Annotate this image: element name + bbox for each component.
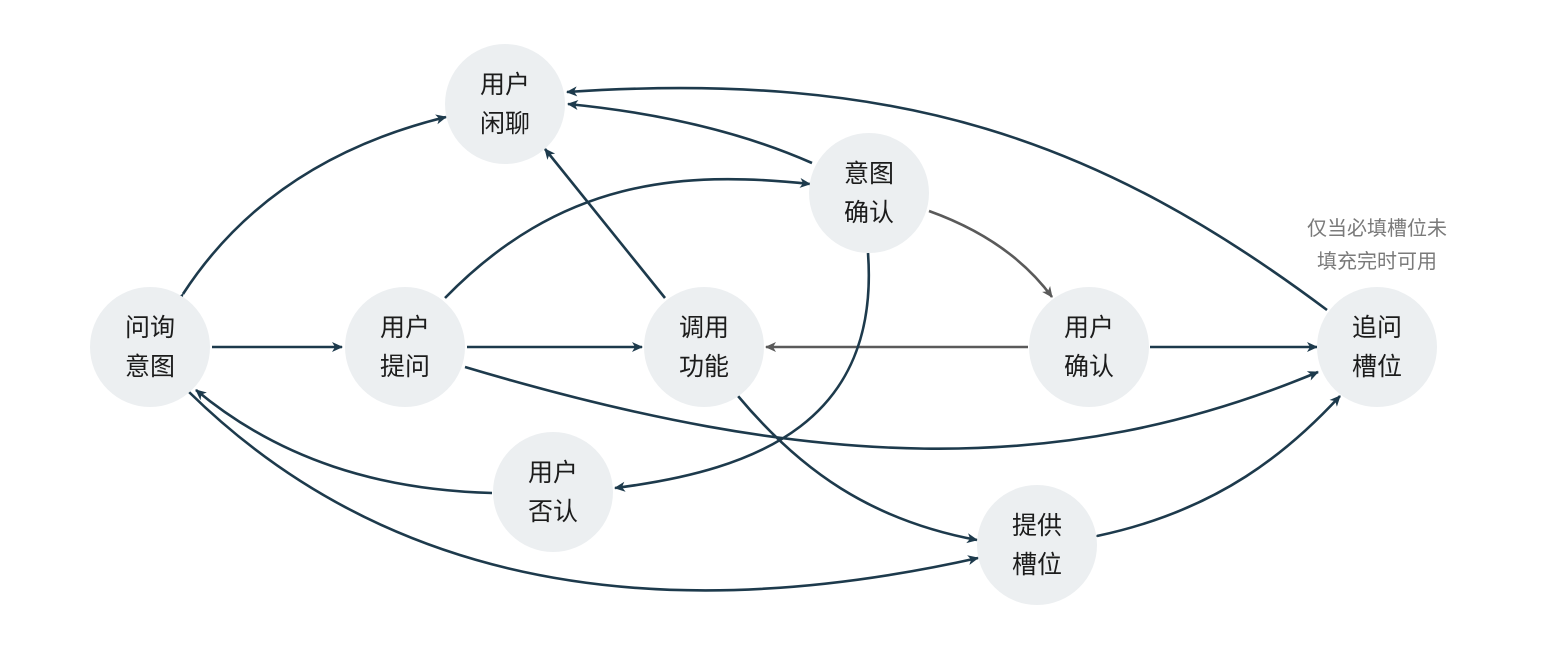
node-ask-slot-line2: 槽位 <box>1352 352 1402 381</box>
edge-ask-intent-to-provide-slot <box>188 391 979 592</box>
node-ask-slot: 追问 槽位 <box>1317 287 1437 407</box>
ask-slot-note-line2: 填充完时可用 <box>1317 249 1437 273</box>
edges <box>173 86 1341 592</box>
edge-ask-slot-to-user-chat <box>566 86 1328 312</box>
node-user-confirm: 用户 确认 <box>1029 287 1149 407</box>
edge-call-function-provide-slot-bidirectional <box>727 385 978 544</box>
edge-provide-slot-ask-slot-bidirectional <box>1086 395 1341 543</box>
edge-intent-confirm-to-user-confirm <box>928 209 1054 298</box>
node-ask-intent-line1: 问询 <box>125 313 175 342</box>
ask-slot-note-line1: 仅当必填槽位未 <box>1307 216 1447 240</box>
node-intent-confirm-line2: 确认 <box>844 198 894 227</box>
node-provide-slot: 提供 槽位 <box>977 485 1097 605</box>
node-user-deny-line1: 用户 <box>528 458 578 487</box>
node-user-chat-line1: 用户 <box>480 70 530 99</box>
node-call-function-line2: 功能 <box>679 352 729 381</box>
node-provide-slot-line1: 提供 <box>1012 511 1062 540</box>
node-user-chat-line2: 闲聊 <box>480 109 530 138</box>
node-user-confirm-line2: 确认 <box>1064 352 1114 381</box>
edge-call-function-to-user-chat <box>543 148 667 299</box>
node-call-function-line1: 调用 <box>679 313 729 342</box>
node-user-confirm-line1: 用户 <box>1064 313 1114 342</box>
node-user-question-line2: 提问 <box>380 352 430 381</box>
node-user-deny: 用户 否认 <box>493 432 613 552</box>
node-user-question-line1: 用户 <box>380 313 430 342</box>
edge-user-deny-to-ask-intent <box>195 389 493 495</box>
node-ask-slot-line1: 追问 <box>1352 313 1402 342</box>
edge-user-question-to-intent-confirm <box>444 177 811 299</box>
node-intent-confirm: 意图 确认 <box>809 133 929 253</box>
edge-ask-intent-user-chat-bidirectional <box>173 114 447 306</box>
edge-user-question-to-ask-slot <box>464 365 1319 450</box>
node-intent-confirm-line1: 意图 <box>844 159 894 188</box>
node-ask-intent: 问询 意图 <box>90 287 210 407</box>
node-user-deny-line2: 否认 <box>528 497 578 526</box>
node-user-chat: 用户 闲聊 <box>445 44 565 164</box>
node-provide-slot-line2: 槽位 <box>1012 550 1062 579</box>
node-ask-intent-line2: 意图 <box>125 352 175 381</box>
edge-intent-confirm-to-user-chat <box>567 100 813 165</box>
ask-slot-note: 仅当必填槽位未 填充完时可用 <box>1307 216 1447 273</box>
node-call-function: 调用 功能 <box>644 287 764 407</box>
node-user-question: 用户 提问 <box>345 287 465 407</box>
